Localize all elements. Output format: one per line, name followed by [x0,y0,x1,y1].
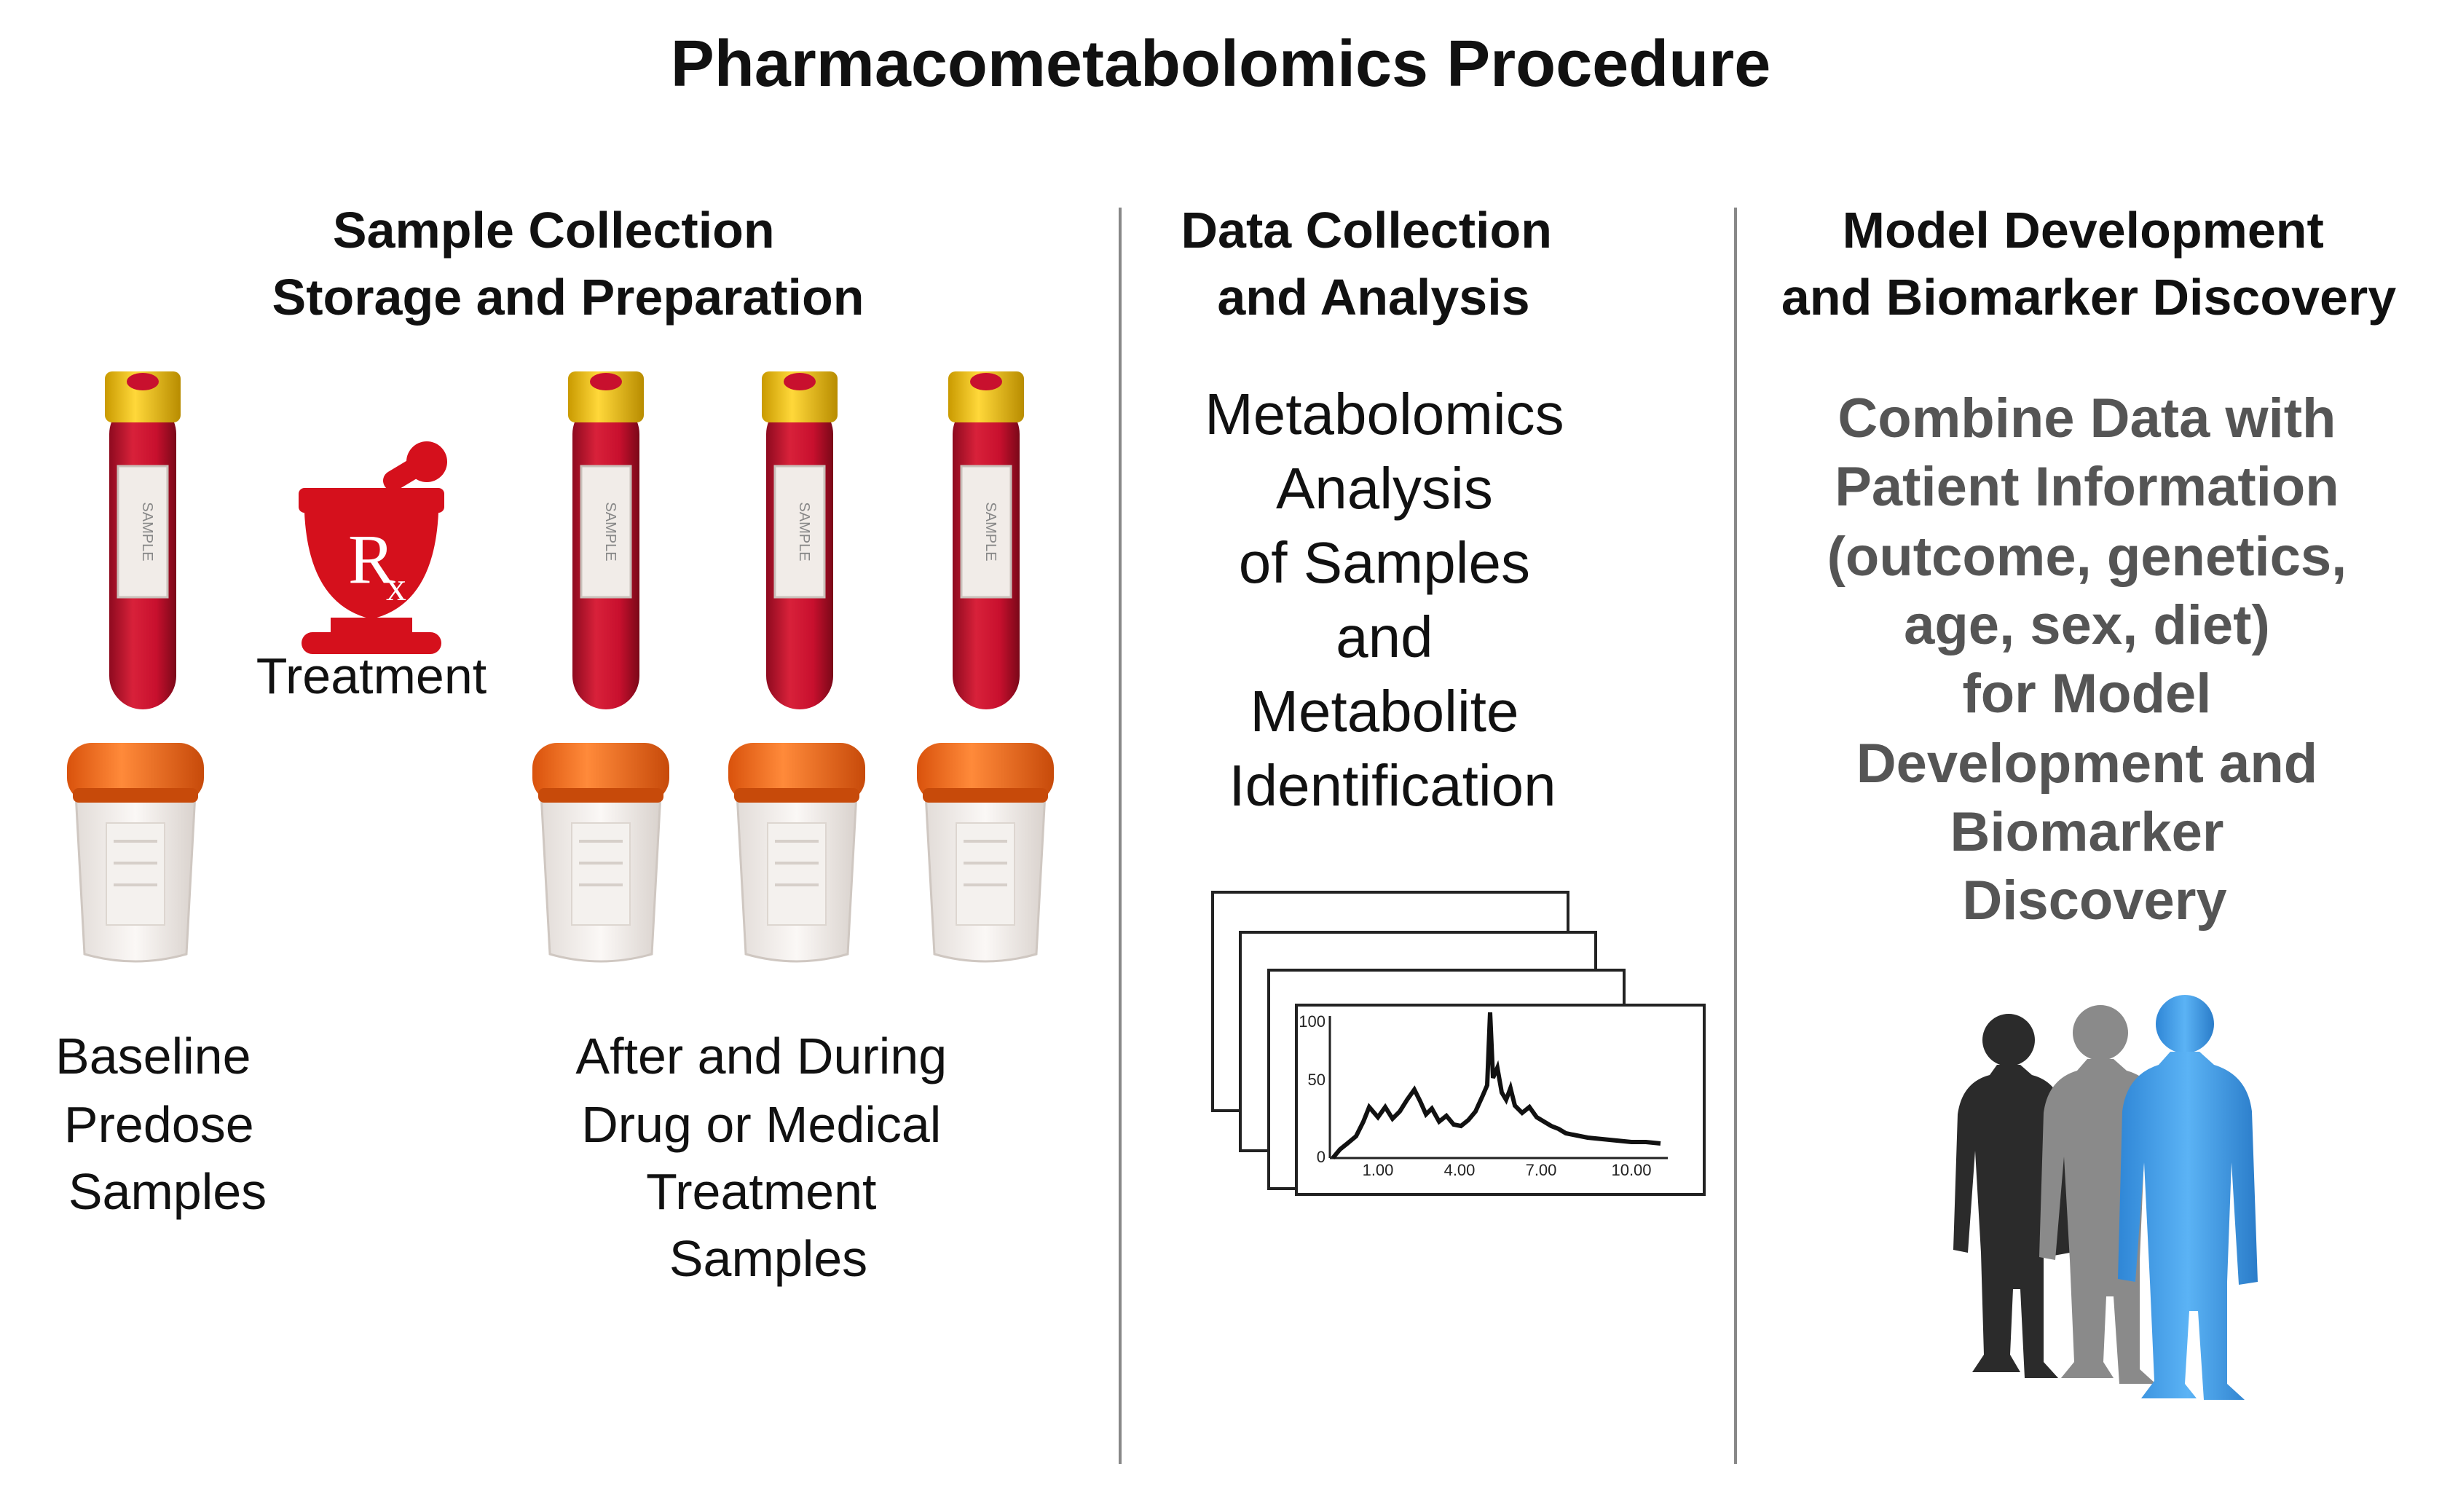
spectrum-tick-y: 100 [1299,1012,1325,1031]
tube-label: SAMPLE [139,502,155,561]
blood-tube-icon: SAMPLE [947,370,1025,711]
spectrum-tick-x: 4.00 [1444,1161,1476,1179]
person-blue [2118,995,2258,1400]
after-label: After and During Drug or Medical Treatme… [575,1028,961,1287]
data-heading-line-1: Data Collection [1181,202,1553,259]
model-body-line-4: age, sex, diet) [1904,594,2270,656]
data-body-line-3: of Samples [1239,530,1530,595]
model-heading-line-2: and Biomarker Discovery [1781,269,2396,326]
tube-label: SAMPLE [796,502,812,561]
data-body-line-2: Analysis [1276,456,1493,521]
sample-heading-line-2: Storage and Preparation [272,269,864,326]
data-body-line-4: and [1336,605,1433,669]
data-body-line-6: Identification [1229,753,1556,818]
blood-tube-icon: SAMPLE [103,370,182,711]
model-body-line-7: Biomarker [1950,801,2223,863]
treatment-label: Treatment [256,647,487,704]
spectrum-stack-icon: 100 50 0 1.00 4.00 7.00 10.00 [1211,891,1706,1196]
data-body-line-1: Metabolomics [1205,382,1564,446]
model-body-line-6: Development and [1856,733,2317,795]
spectrum-tick-x: 1.00 [1363,1161,1394,1179]
data-heading-line-2: and Analysis [1217,269,1529,326]
svg-text:x: x [386,564,406,610]
baseline-line-1: Baseline [55,1028,251,1084]
after-line-3: Treatment [646,1163,876,1220]
tube-label: SAMPLE [982,502,998,561]
person-dark [1953,1014,2070,1378]
specimen-cup-icon [915,741,1055,963]
baseline-line-3: Samples [68,1163,267,1220]
model-body: Combine Data with Patient Information (o… [1827,387,2363,932]
blood-tube-icon: SAMPLE [567,370,645,711]
after-line-4: Samples [669,1230,867,1287]
model-body-line-2: Patient Information [1835,456,2339,518]
sample-heading-line-1: Sample Collection [333,202,775,259]
svg-text:R: R [348,520,395,598]
tube-label: SAMPLE [602,502,618,561]
sample-heading: Sample Collection Storage and Preparatio… [272,202,864,326]
data-body: Metabolomics Analysis of Samples and Met… [1205,382,1580,818]
after-line-2: Drug or Medical [581,1096,941,1153]
specimen-cup-icon [727,741,867,963]
baseline-label: Baseline Predose Samples [55,1028,268,1220]
rx-mortar-pestle-icon: R x [299,441,447,654]
model-heading-line-1: Model Development [1843,202,2324,259]
spectrum-tick-x: 10.00 [1611,1161,1651,1179]
spectrum-trace [1331,1012,1661,1159]
specimen-cup-icon [66,741,205,963]
model-body-line-5: for Model [1962,663,2211,725]
spectrum-tick-y: 0 [1317,1148,1325,1166]
model-body-line-3: (outcome, genetics, [1827,526,2347,588]
model-heading: Model Development and Biomarker Discover… [1781,202,2396,326]
page-title: Pharmacometabolomics Procedure [671,28,1771,101]
specimen-cup-icon [531,741,671,963]
data-body-line-5: Metabolite [1250,679,1518,744]
after-line-1: After and During [575,1028,947,1084]
model-body-line-8: Discovery [1962,870,2226,932]
blood-tube-icon: SAMPLE [760,370,839,711]
data-heading: Data Collection and Analysis [1181,202,1567,326]
spectrum-tick-y: 50 [1308,1071,1325,1089]
people-silhouettes-icon [1953,995,2258,1400]
model-body-line-1: Combine Data with [1837,387,2336,449]
spectrum-tick-x: 7.00 [1526,1161,1557,1179]
baseline-line-2: Predose [64,1096,254,1153]
